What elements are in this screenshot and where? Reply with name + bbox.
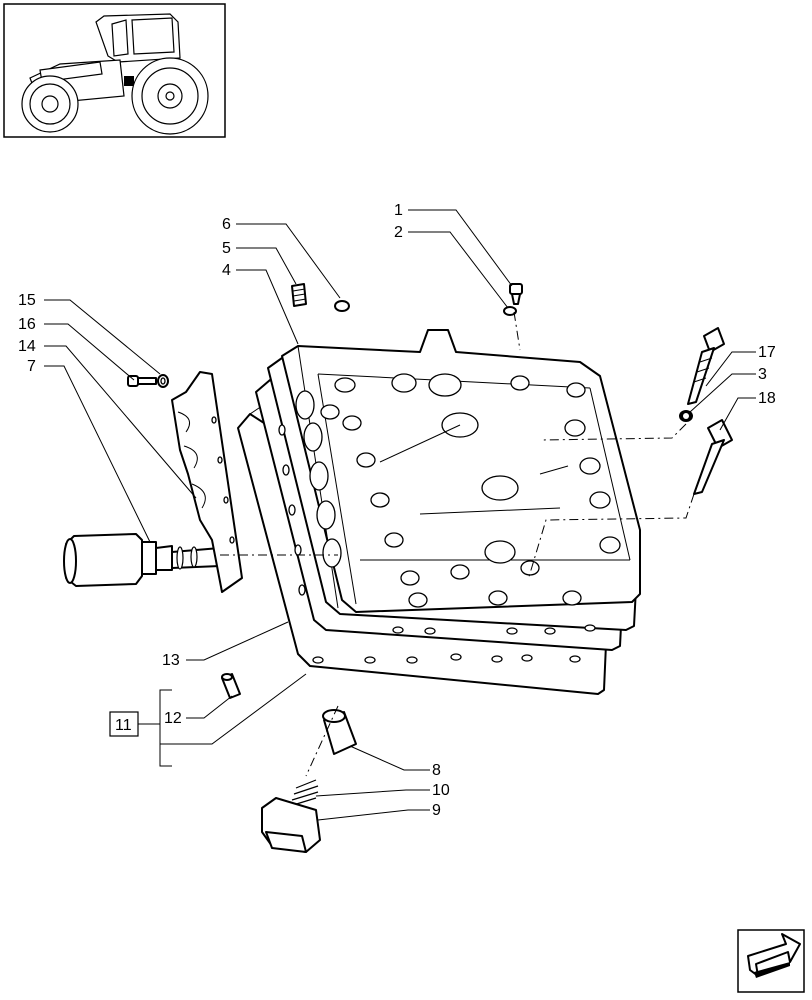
bolt-18 (693, 419, 733, 495)
tractor-thumbnail (3, 3, 226, 138)
bracket-plate (171, 371, 243, 593)
valve-assembly (237, 329, 641, 695)
screw-16 (127, 375, 157, 387)
label-9: 9 (432, 802, 441, 819)
o-ring-3 (679, 410, 693, 422)
pin-12 (221, 673, 241, 699)
label-10: 10 (432, 782, 450, 799)
label-1: 1 (394, 202, 403, 219)
solenoid-valve (63, 533, 221, 587)
valve-body (281, 329, 641, 613)
label-4: 4 (222, 262, 231, 279)
leader-lines (44, 209, 756, 821)
next-page-button[interactable] (737, 929, 805, 993)
label-8: 8 (432, 762, 441, 779)
next-page-arrow-icon (747, 933, 801, 978)
bolt-17 (687, 327, 725, 405)
piston-8 (322, 709, 357, 755)
label-5: 5 (222, 240, 231, 257)
washer-15 (157, 374, 169, 388)
grub-screw-5 (291, 283, 307, 307)
group-bracket-11 (109, 689, 172, 767)
label-2: 2 (394, 224, 403, 241)
label-18: 18 (758, 390, 776, 407)
label-11: 11 (115, 717, 132, 734)
plug-6 (334, 300, 350, 312)
label-6: 6 (222, 216, 231, 233)
tractor-icon (21, 13, 209, 135)
top-bosses (320, 373, 621, 608)
label-14: 14 (18, 338, 36, 355)
plug-9 (261, 797, 321, 853)
label-7: 7 (27, 358, 36, 375)
center-lines (220, 311, 695, 777)
plate-holes (278, 424, 596, 664)
screw-1 (509, 283, 523, 305)
label-16: 16 (18, 316, 36, 333)
spring-10 (289, 779, 319, 807)
label-13: 13 (162, 652, 180, 669)
side-ports (295, 390, 342, 568)
part-11-box (109, 711, 139, 737)
label-17: 17 (758, 344, 776, 361)
label-3: 3 (758, 366, 767, 383)
label-15: 15 (18, 292, 36, 309)
washer-2 (503, 306, 517, 316)
label-12: 12 (164, 710, 182, 727)
